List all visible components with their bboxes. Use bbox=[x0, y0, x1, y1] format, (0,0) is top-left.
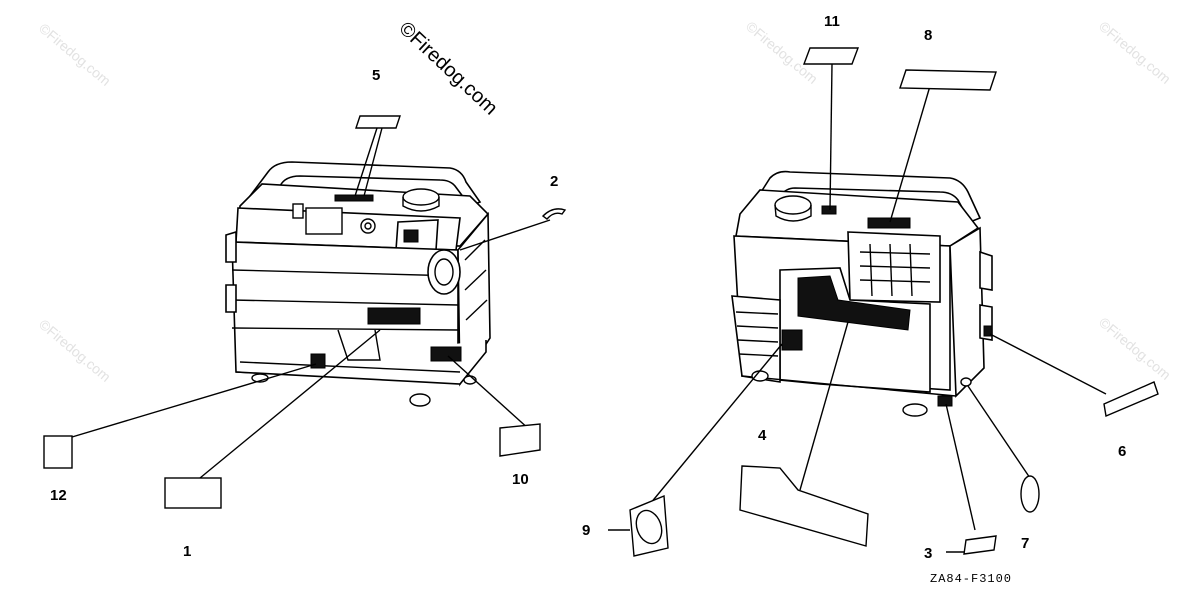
decal-11 bbox=[802, 47, 860, 65]
label-area-6 bbox=[983, 325, 993, 337]
decal-4 bbox=[739, 465, 869, 547]
callout-numbers: 1 2 3 4 5 6 7 8 9 10 11 12 bbox=[50, 13, 1126, 562]
label-area-1 bbox=[367, 307, 421, 325]
decal-6 bbox=[1103, 381, 1159, 417]
callout-2: 2 bbox=[550, 173, 558, 190]
decal-7 bbox=[1020, 475, 1040, 513]
decal-5 bbox=[355, 115, 401, 129]
fuel-cap bbox=[402, 188, 440, 206]
watermark-mid-right: ©Firedog.com bbox=[1096, 314, 1174, 383]
callout-10: 10 bbox=[512, 471, 529, 488]
callout-3: 3 bbox=[924, 545, 932, 562]
callout-8: 8 bbox=[924, 27, 932, 44]
label-area-12 bbox=[310, 353, 326, 369]
label-area-9 bbox=[781, 329, 803, 351]
callout-5: 5 bbox=[372, 67, 380, 84]
copyright-text: ©Firedog.com bbox=[395, 18, 502, 120]
watermark-top-right: ©Firedog.com bbox=[1096, 18, 1174, 87]
watermark-top-left: ©Firedog.com bbox=[36, 20, 114, 89]
label-area-3 bbox=[937, 395, 953, 407]
callout-12: 12 bbox=[50, 487, 67, 504]
fuel-cap-rear bbox=[774, 195, 812, 215]
callout-9: 9 bbox=[582, 522, 590, 539]
decal-3 bbox=[963, 535, 997, 555]
generator-rear-view bbox=[731, 170, 993, 417]
callout-1: 1 bbox=[183, 543, 191, 560]
label-area-10 bbox=[430, 346, 462, 362]
decal-2 bbox=[541, 208, 567, 220]
callout-7: 7 bbox=[1021, 535, 1029, 552]
watermarks: ©Firedog.com ©Firedog.com ©Firedog.com ©… bbox=[36, 18, 1174, 385]
watermark-mid-left: ©Firedog.com bbox=[36, 316, 114, 385]
panel-window bbox=[305, 207, 343, 235]
decal-8 bbox=[899, 69, 997, 91]
label-area-4 bbox=[797, 275, 911, 331]
decal-10 bbox=[499, 423, 541, 457]
drawing-code: ZA84-F3100 bbox=[930, 572, 1012, 586]
callout-6: 6 bbox=[1118, 443, 1126, 460]
decal-parts bbox=[43, 47, 1159, 557]
decal-12 bbox=[43, 435, 73, 469]
panel-switch-1 bbox=[292, 203, 304, 219]
generator-front-view bbox=[225, 161, 491, 407]
callout-11: 11 bbox=[824, 13, 840, 30]
decal-1 bbox=[164, 477, 222, 509]
callout-4: 4 bbox=[758, 427, 767, 444]
